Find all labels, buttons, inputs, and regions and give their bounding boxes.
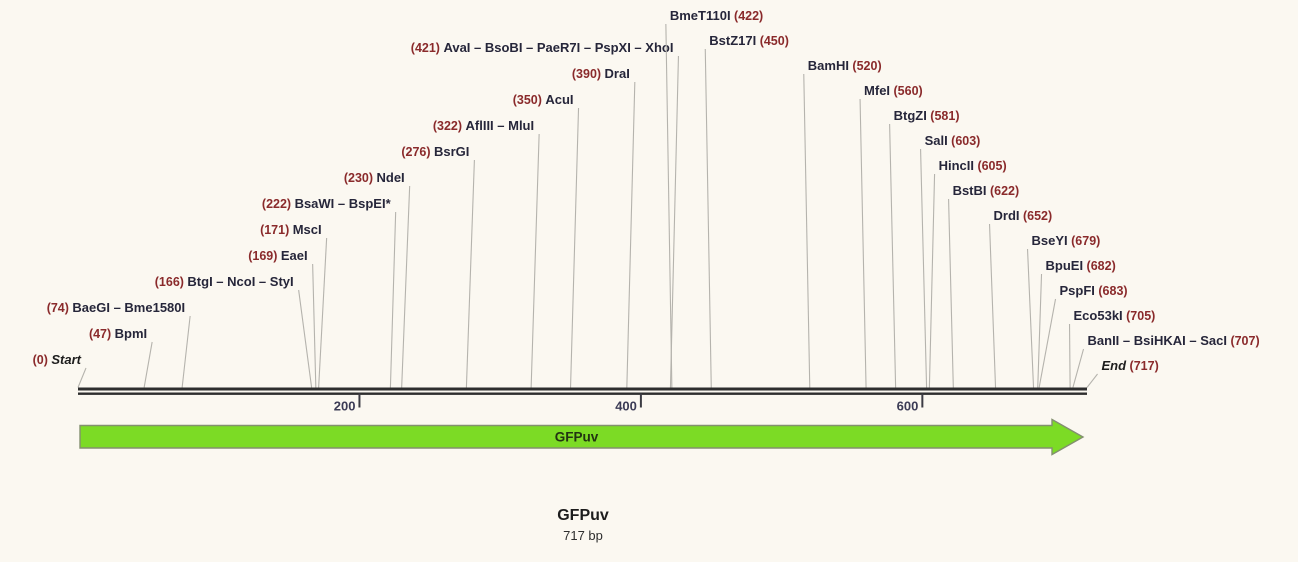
site-label-SalI: SalI (603) [925,133,981,148]
ruler-number: 200 [334,399,356,414]
site-leader-line [143,341,153,388]
site-leader-line [569,107,580,388]
site-leader-line [1038,298,1057,388]
site-label-BseYI: BseYI (679) [1032,233,1101,248]
site-leader-line [530,133,540,388]
site-leader-line [389,211,397,388]
ruler-number: 400 [615,399,637,414]
sequence-name: GFPuv [557,507,609,524]
site-label-DrdI: DrdI (652) [994,208,1053,223]
site-label-BpmI: (47) BpmI [89,326,147,341]
site-leader-line [465,159,475,388]
site-leader-line [928,173,936,388]
site-label-BanII-BsiHKAI-SacI: BanII – BsiHKAI – SacI (707) [1088,333,1260,348]
site-leader-line [77,367,87,388]
sequence-line-bottom [78,392,1087,395]
site-label-BamHI: BamHI (520) [808,58,882,73]
site-label-AflIII-MluI: (322) AflIII – MluI [433,118,534,133]
site-label-PspFI: PspFI (683) [1060,283,1128,298]
site-label-EaeI: (169) EaeI [248,248,307,263]
site-leader-line [803,73,811,388]
site-leader-line [318,237,328,388]
site-label-BtgI-NcoI-StyI: (166) BtgI – NcoI – StyI [155,274,294,289]
site-label-Eco53kI: Eco53kI (705) [1074,308,1156,323]
site-label-Start: (0) Start [33,352,82,367]
site-leader-line [704,48,712,388]
site-label-MfeI: MfeI (560) [864,83,923,98]
ruler-number: 600 [897,399,919,414]
site-leader-line [1026,248,1035,388]
site-leader-line [988,223,997,388]
site-leader-line [669,55,680,388]
site-label-AcuI: (350) AcuI [513,92,574,107]
site-label-End: End (717) [1102,358,1159,373]
site-leader-line [859,98,867,388]
site-label-DraI: (390) DraI [572,66,630,81]
site-leader-line [312,263,317,388]
feature-label: GFPuv [555,430,599,445]
site-label-BaeGI-Bme1580I: (74) BaeGI – Bme1580I [47,300,185,315]
site-label-BsrGI: (276) BsrGI [401,144,469,159]
site-leader-line [1068,323,1071,388]
sequence-title-block: GFPuv 717 bp [557,507,609,543]
site-label-BtgZI: BtgZI (581) [894,108,960,123]
sequence-length: 717 bp [563,528,603,543]
site-label-NdeI: (230) NdeI [344,170,405,185]
sequence-line-top [78,387,1087,391]
site-leader-line [181,315,191,388]
site-leader-line [948,198,954,388]
site-leader-line [626,81,636,388]
site-leader-line [1037,273,1043,388]
site-leader-line [298,289,313,388]
site-leader-line [665,23,673,388]
site-label-BsaWI-BspEI*: (222) BsaWI – BspEI* [262,196,392,211]
site-label-BstZ17I: BstZ17I (450) [709,33,789,48]
site-label-AvaI-BsoBI-PaeR7I-PspXI-XhoI: (421) AvaI – BsoBI – PaeR7I – PspXI – Xh… [411,40,674,55]
site-label-HincII: HincII (605) [939,158,1007,173]
site-label-BmeT110I: BmeT110I (422) [670,8,763,23]
site-leader-line [1086,373,1098,388]
site-leader-line [920,148,928,388]
site-label-BpuEI: BpuEI (682) [1046,258,1116,273]
site-leader-line [889,123,897,388]
site-leader-line [1072,348,1085,388]
site-label-MscI: (171) MscI [260,222,322,237]
feature-arrow-gfpuv [79,418,1085,456]
site-label-BstBI: BstBI (622) [953,183,1020,198]
site-leader-line [401,185,411,388]
